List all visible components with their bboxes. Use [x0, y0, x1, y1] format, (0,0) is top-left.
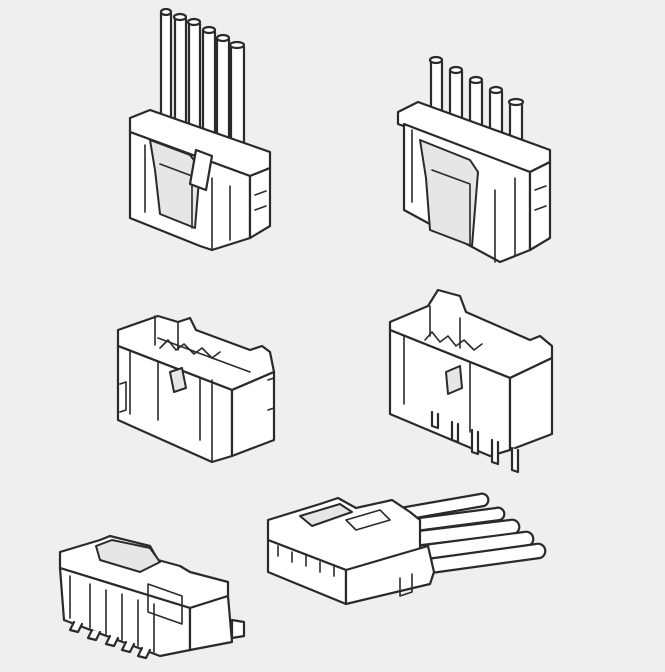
- wires: [398, 492, 547, 576]
- smt-right-angle-header: [58, 534, 246, 660]
- smt-legs: [68, 620, 152, 660]
- pcb-legs: [430, 410, 520, 474]
- wire-to-board-receptacle-with-5-wires: [266, 492, 547, 606]
- pcb-header-top-entry: [116, 314, 276, 464]
- connector-housing-with-5-pins: [128, 7, 272, 252]
- connector-housing-with-5-pins-angled: [396, 55, 552, 264]
- pcb-header-through-hole: [388, 288, 554, 474]
